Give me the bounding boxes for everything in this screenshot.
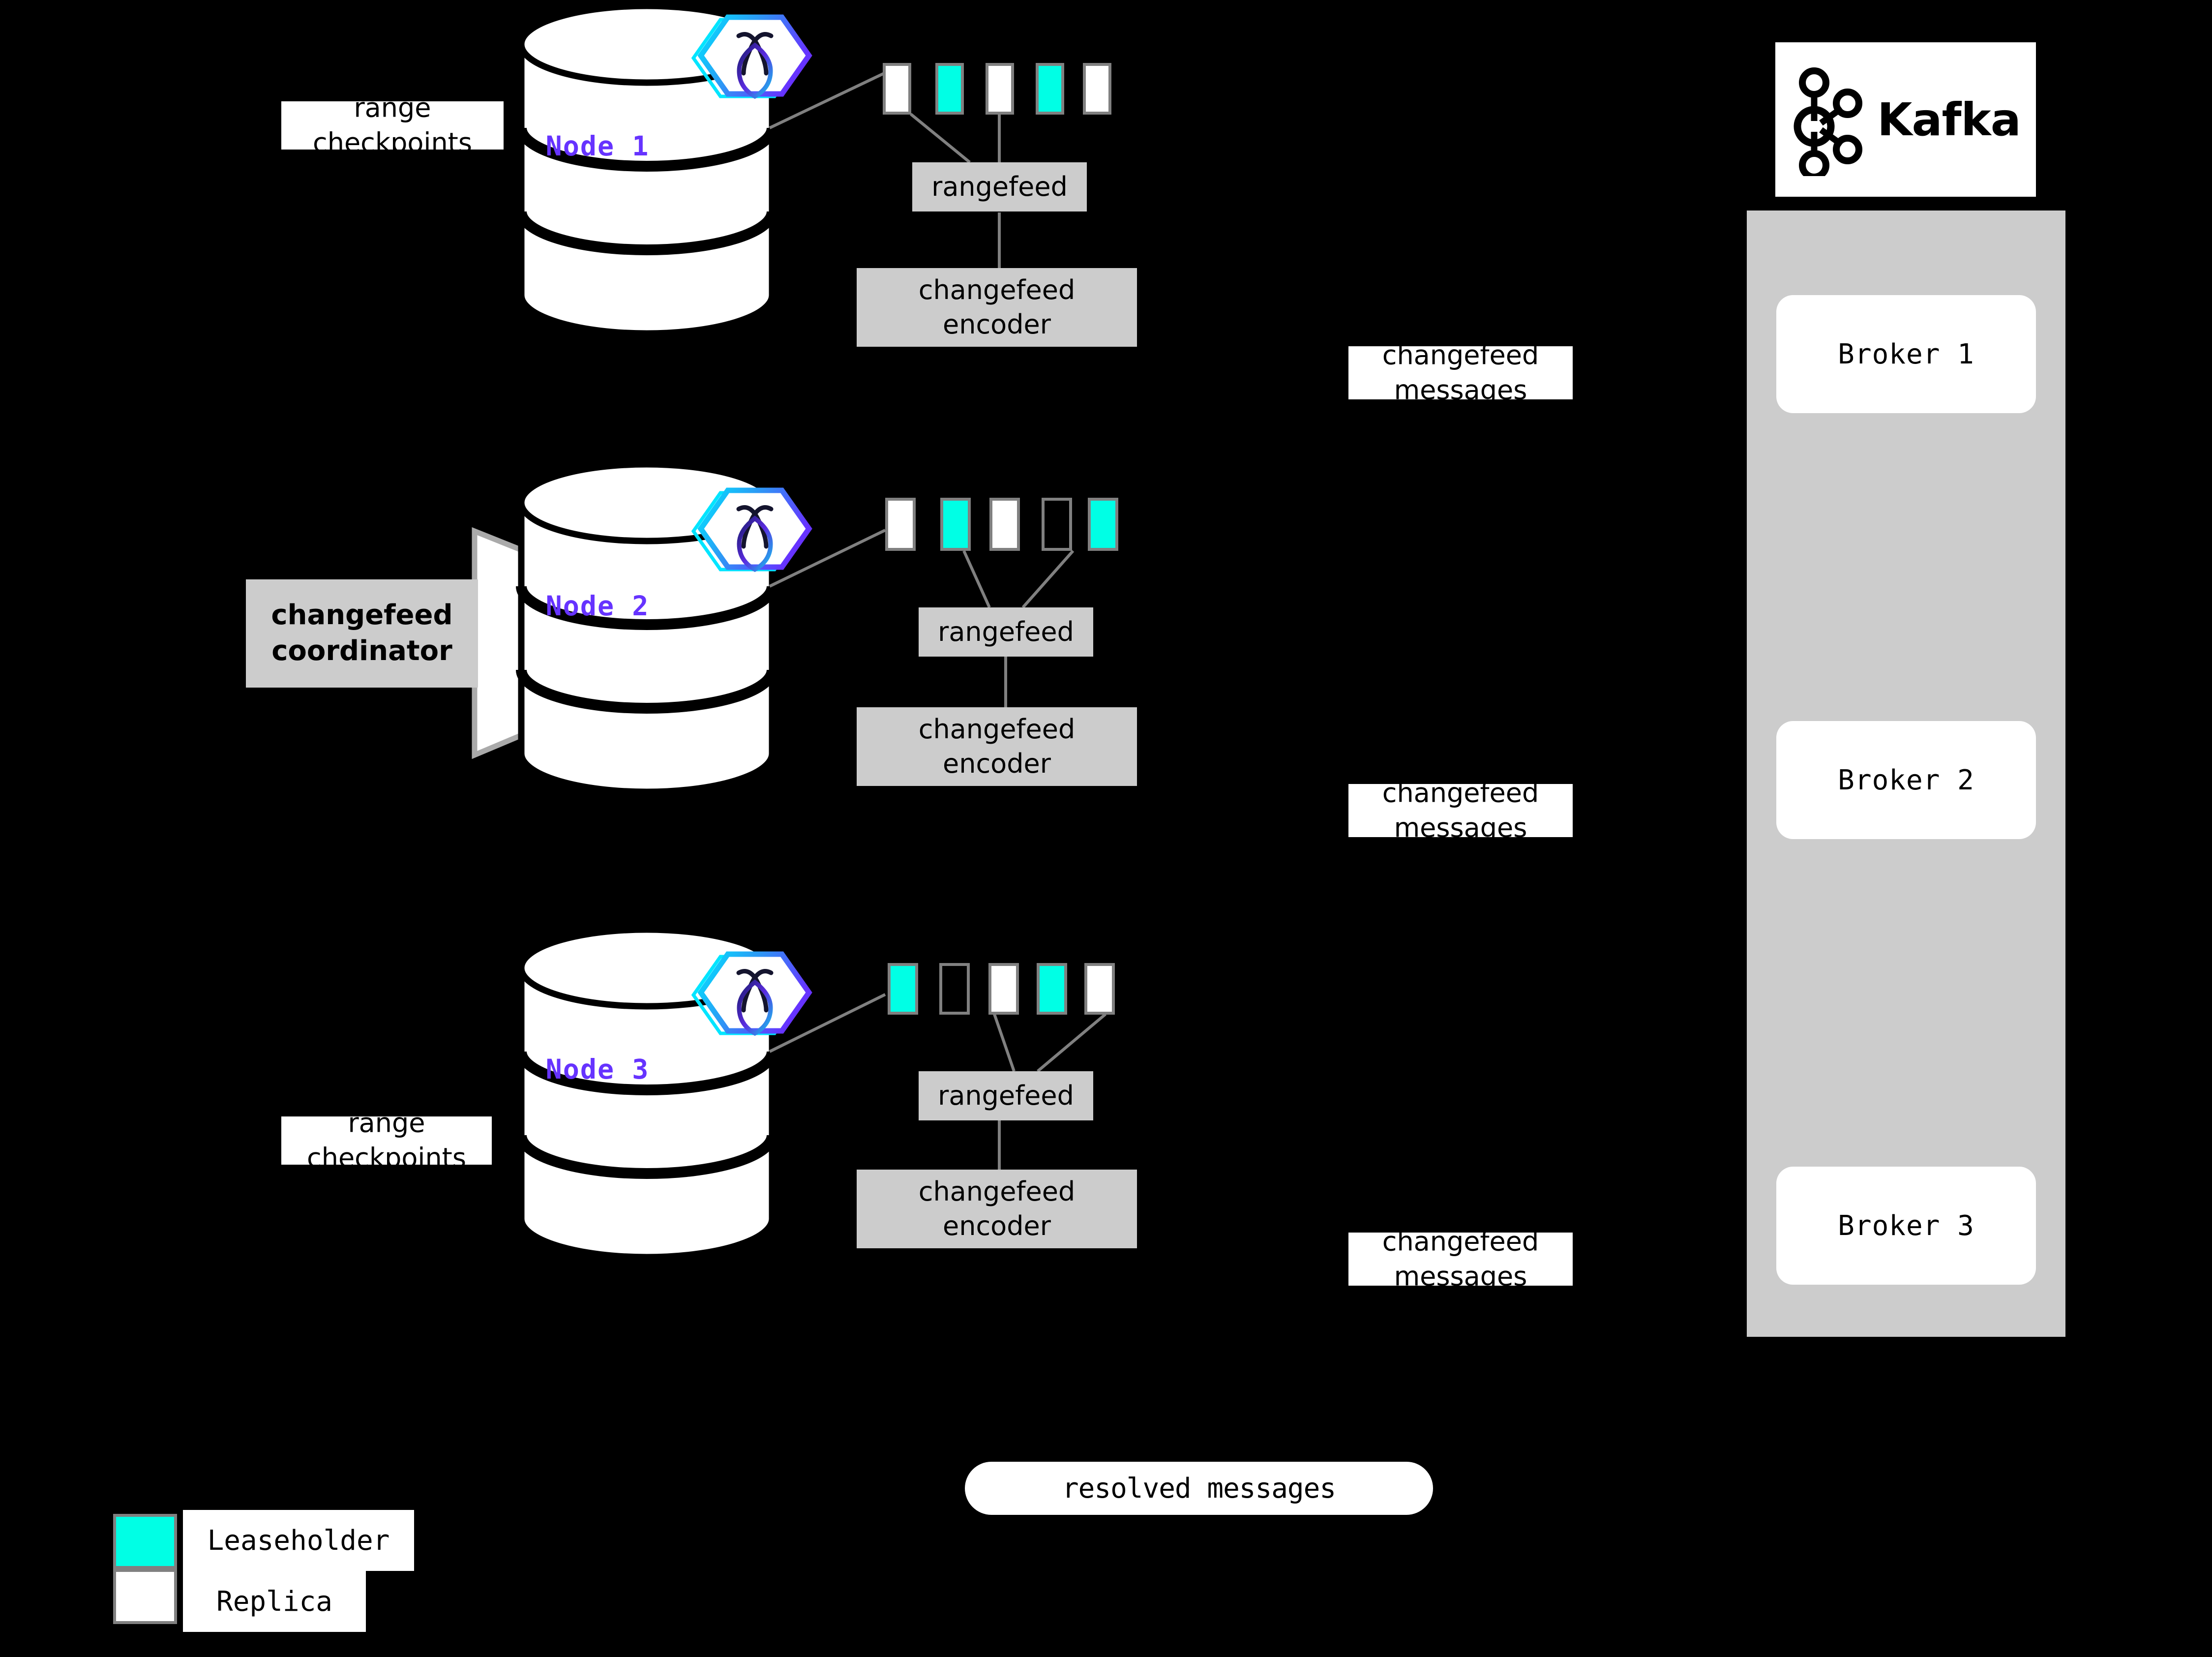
replica-box[interactable] bbox=[986, 63, 1014, 115]
replica-box[interactable] bbox=[1037, 963, 1067, 1015]
replica-box[interactable] bbox=[939, 963, 970, 1015]
changefeed-encoder-box-node-1[interactable]: changefeed encoder bbox=[857, 268, 1137, 347]
node-2-connectors bbox=[769, 529, 1075, 707]
cockroachdb-logo-node-3 bbox=[691, 951, 812, 1036]
replica-box[interactable] bbox=[988, 963, 1019, 1015]
changefeed-encoder-box-node-3[interactable]: changefeed encoder bbox=[857, 1170, 1137, 1248]
replica-box[interactable] bbox=[1042, 498, 1072, 551]
range-checkpoints-text: range checkpoints bbox=[313, 92, 472, 158]
changefeed-messages-text: changefeed messages bbox=[1382, 1226, 1539, 1292]
rangefeed-box-node-1[interactable]: rangefeed bbox=[912, 162, 1087, 211]
changefeed-encoder-box-node-2[interactable]: changefeed encoder bbox=[857, 707, 1137, 786]
rangefeed-box-node-2[interactable]: rangefeed bbox=[919, 607, 1093, 657]
broker-box-3[interactable]: Broker 3 bbox=[1776, 1167, 2036, 1285]
replica-box[interactable] bbox=[1084, 963, 1115, 1015]
range-checkpoints-label-node-1: range checkpoints bbox=[281, 92, 504, 158]
legend-label-replica: Replica bbox=[183, 1571, 366, 1632]
broker-box-2[interactable]: Broker 2 bbox=[1776, 721, 2036, 839]
range-checkpoints-text: range checkpoints bbox=[307, 1107, 466, 1174]
node-3-connectors bbox=[769, 993, 1106, 1170]
broker-box-1[interactable]: Broker 1 bbox=[1776, 295, 2036, 413]
rangefeed-box-node-3[interactable]: rangefeed bbox=[919, 1071, 1093, 1120]
range-checkpoints-label-node-3: range checkpoints bbox=[281, 1108, 492, 1174]
legend-swatch-replica bbox=[113, 1569, 177, 1624]
node-1-connectors bbox=[769, 71, 1001, 268]
replica-box[interactable] bbox=[1083, 63, 1111, 115]
cockroachdb-logo-node-2 bbox=[691, 487, 812, 572]
replica-box[interactable] bbox=[940, 498, 971, 551]
changefeed-messages-text: changefeed messages bbox=[1382, 777, 1539, 844]
changefeed-messages-label-3: changefeed messages bbox=[1348, 1226, 1573, 1292]
cockroachdb-logo-node-1 bbox=[691, 14, 812, 99]
replica-box[interactable] bbox=[885, 498, 916, 551]
legend-swatch-leaseholder bbox=[113, 1514, 177, 1569]
replica-box[interactable] bbox=[888, 963, 918, 1015]
kafka-logo-box: Kafka bbox=[1775, 42, 2036, 197]
replica-box[interactable] bbox=[989, 498, 1020, 551]
changefeed-messages-label-1: changefeed messages bbox=[1348, 340, 1573, 406]
kafka-cluster-container: Broker 1 Broker 2 Broker 3 bbox=[1747, 211, 2065, 1337]
changefeed-messages-label-2: changefeed messages bbox=[1348, 778, 1573, 844]
replica-box[interactable] bbox=[883, 63, 911, 115]
legend-label-leaseholder: Leaseholder bbox=[183, 1510, 414, 1571]
node-1-label: Node 1 bbox=[545, 130, 650, 162]
node-2-label: Node 2 bbox=[545, 590, 650, 622]
kafka-logo-icon bbox=[1794, 67, 1863, 176]
changefeed-messages-text: changefeed messages bbox=[1382, 339, 1539, 406]
kafka-wordmark: Kafka bbox=[1877, 93, 2021, 146]
node-3-label: Node 3 bbox=[545, 1054, 650, 1085]
replica-box[interactable] bbox=[935, 63, 964, 115]
changefeed-coordinator-box[interactable]: changefeed coordinator bbox=[246, 579, 478, 688]
replica-box[interactable] bbox=[1088, 498, 1118, 551]
replica-box[interactable] bbox=[1036, 63, 1064, 115]
resolved-messages-pill[interactable]: resolved messages bbox=[965, 1462, 1433, 1515]
